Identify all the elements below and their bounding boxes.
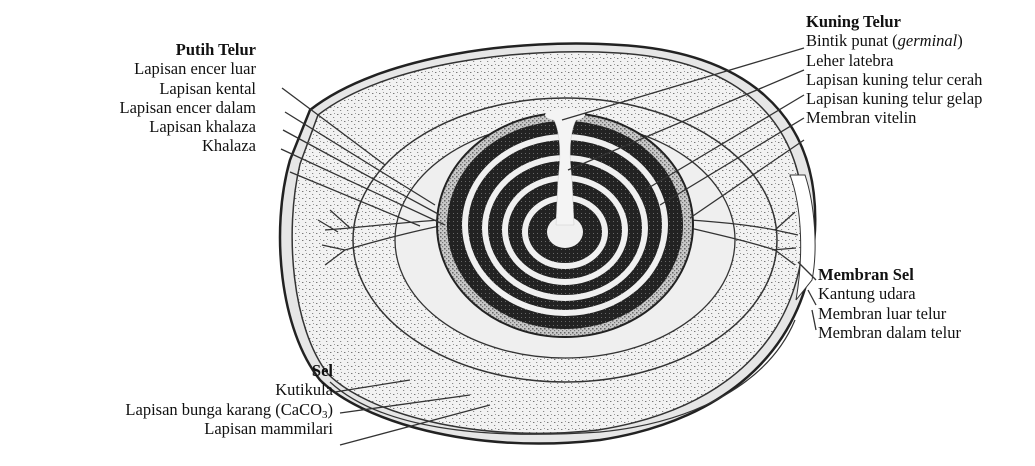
label-lapisan-khalaza: Lapisan khalaza: [119, 117, 256, 136]
label-bintik-punat: Bintik punat (germinal): [806, 31, 982, 50]
label-membran-dalam: Membran dalam telur: [818, 323, 961, 342]
label-khalaza: Khalaza: [119, 136, 256, 155]
label-kuning-cerah: Lapisan kuning telur cerah: [806, 70, 982, 89]
label-lapisan-kental: Lapisan kental: [119, 79, 256, 98]
bunga-karang-text: Lapisan bunga karang (CaCO: [125, 400, 322, 419]
kuning-telur-title: Kuning Telur: [806, 12, 982, 31]
membran-sel-title: Membran Sel: [818, 265, 961, 284]
sel-title: Sel: [125, 361, 333, 380]
label-membran-luar: Membran luar telur: [818, 304, 961, 323]
label-mammilari: Lapisan mammilari: [125, 419, 333, 438]
label-kutikula: Kutikula: [125, 380, 333, 399]
bintik-punat-close: ): [957, 31, 963, 50]
label-kuning-gelap: Lapisan kuning telur gelap: [806, 89, 982, 108]
membran-sel-labels: Membran Sel Kantung udara Membran luar t…: [818, 265, 961, 342]
label-kantung-udara: Kantung udara: [818, 284, 961, 303]
label-bunga-karang: Lapisan bunga karang (CaCO3): [125, 400, 333, 419]
kuning-telur-labels: Kuning Telur Bintik punat (germinal) Leh…: [806, 12, 982, 128]
label-lapisan-encer-luar: Lapisan encer luar: [119, 59, 256, 78]
label-lapisan-encer-dalam: Lapisan encer dalam: [119, 98, 256, 117]
putih-telur-labels: Putih Telur Lapisan encer luar Lapisan k…: [119, 40, 256, 156]
bunga-karang-close: ): [328, 400, 334, 419]
label-leher-latebra: Leher latebra: [806, 51, 982, 70]
sel-labels: Sel Kutikula Lapisan bunga karang (CaCO3…: [125, 361, 333, 438]
label-membran-vitelin: Membran vitelin: [806, 108, 982, 127]
germinal-text: germinal: [898, 31, 958, 50]
putih-telur-title: Putih Telur: [119, 40, 256, 59]
bintik-punat-text: Bintik punat (: [806, 31, 898, 50]
